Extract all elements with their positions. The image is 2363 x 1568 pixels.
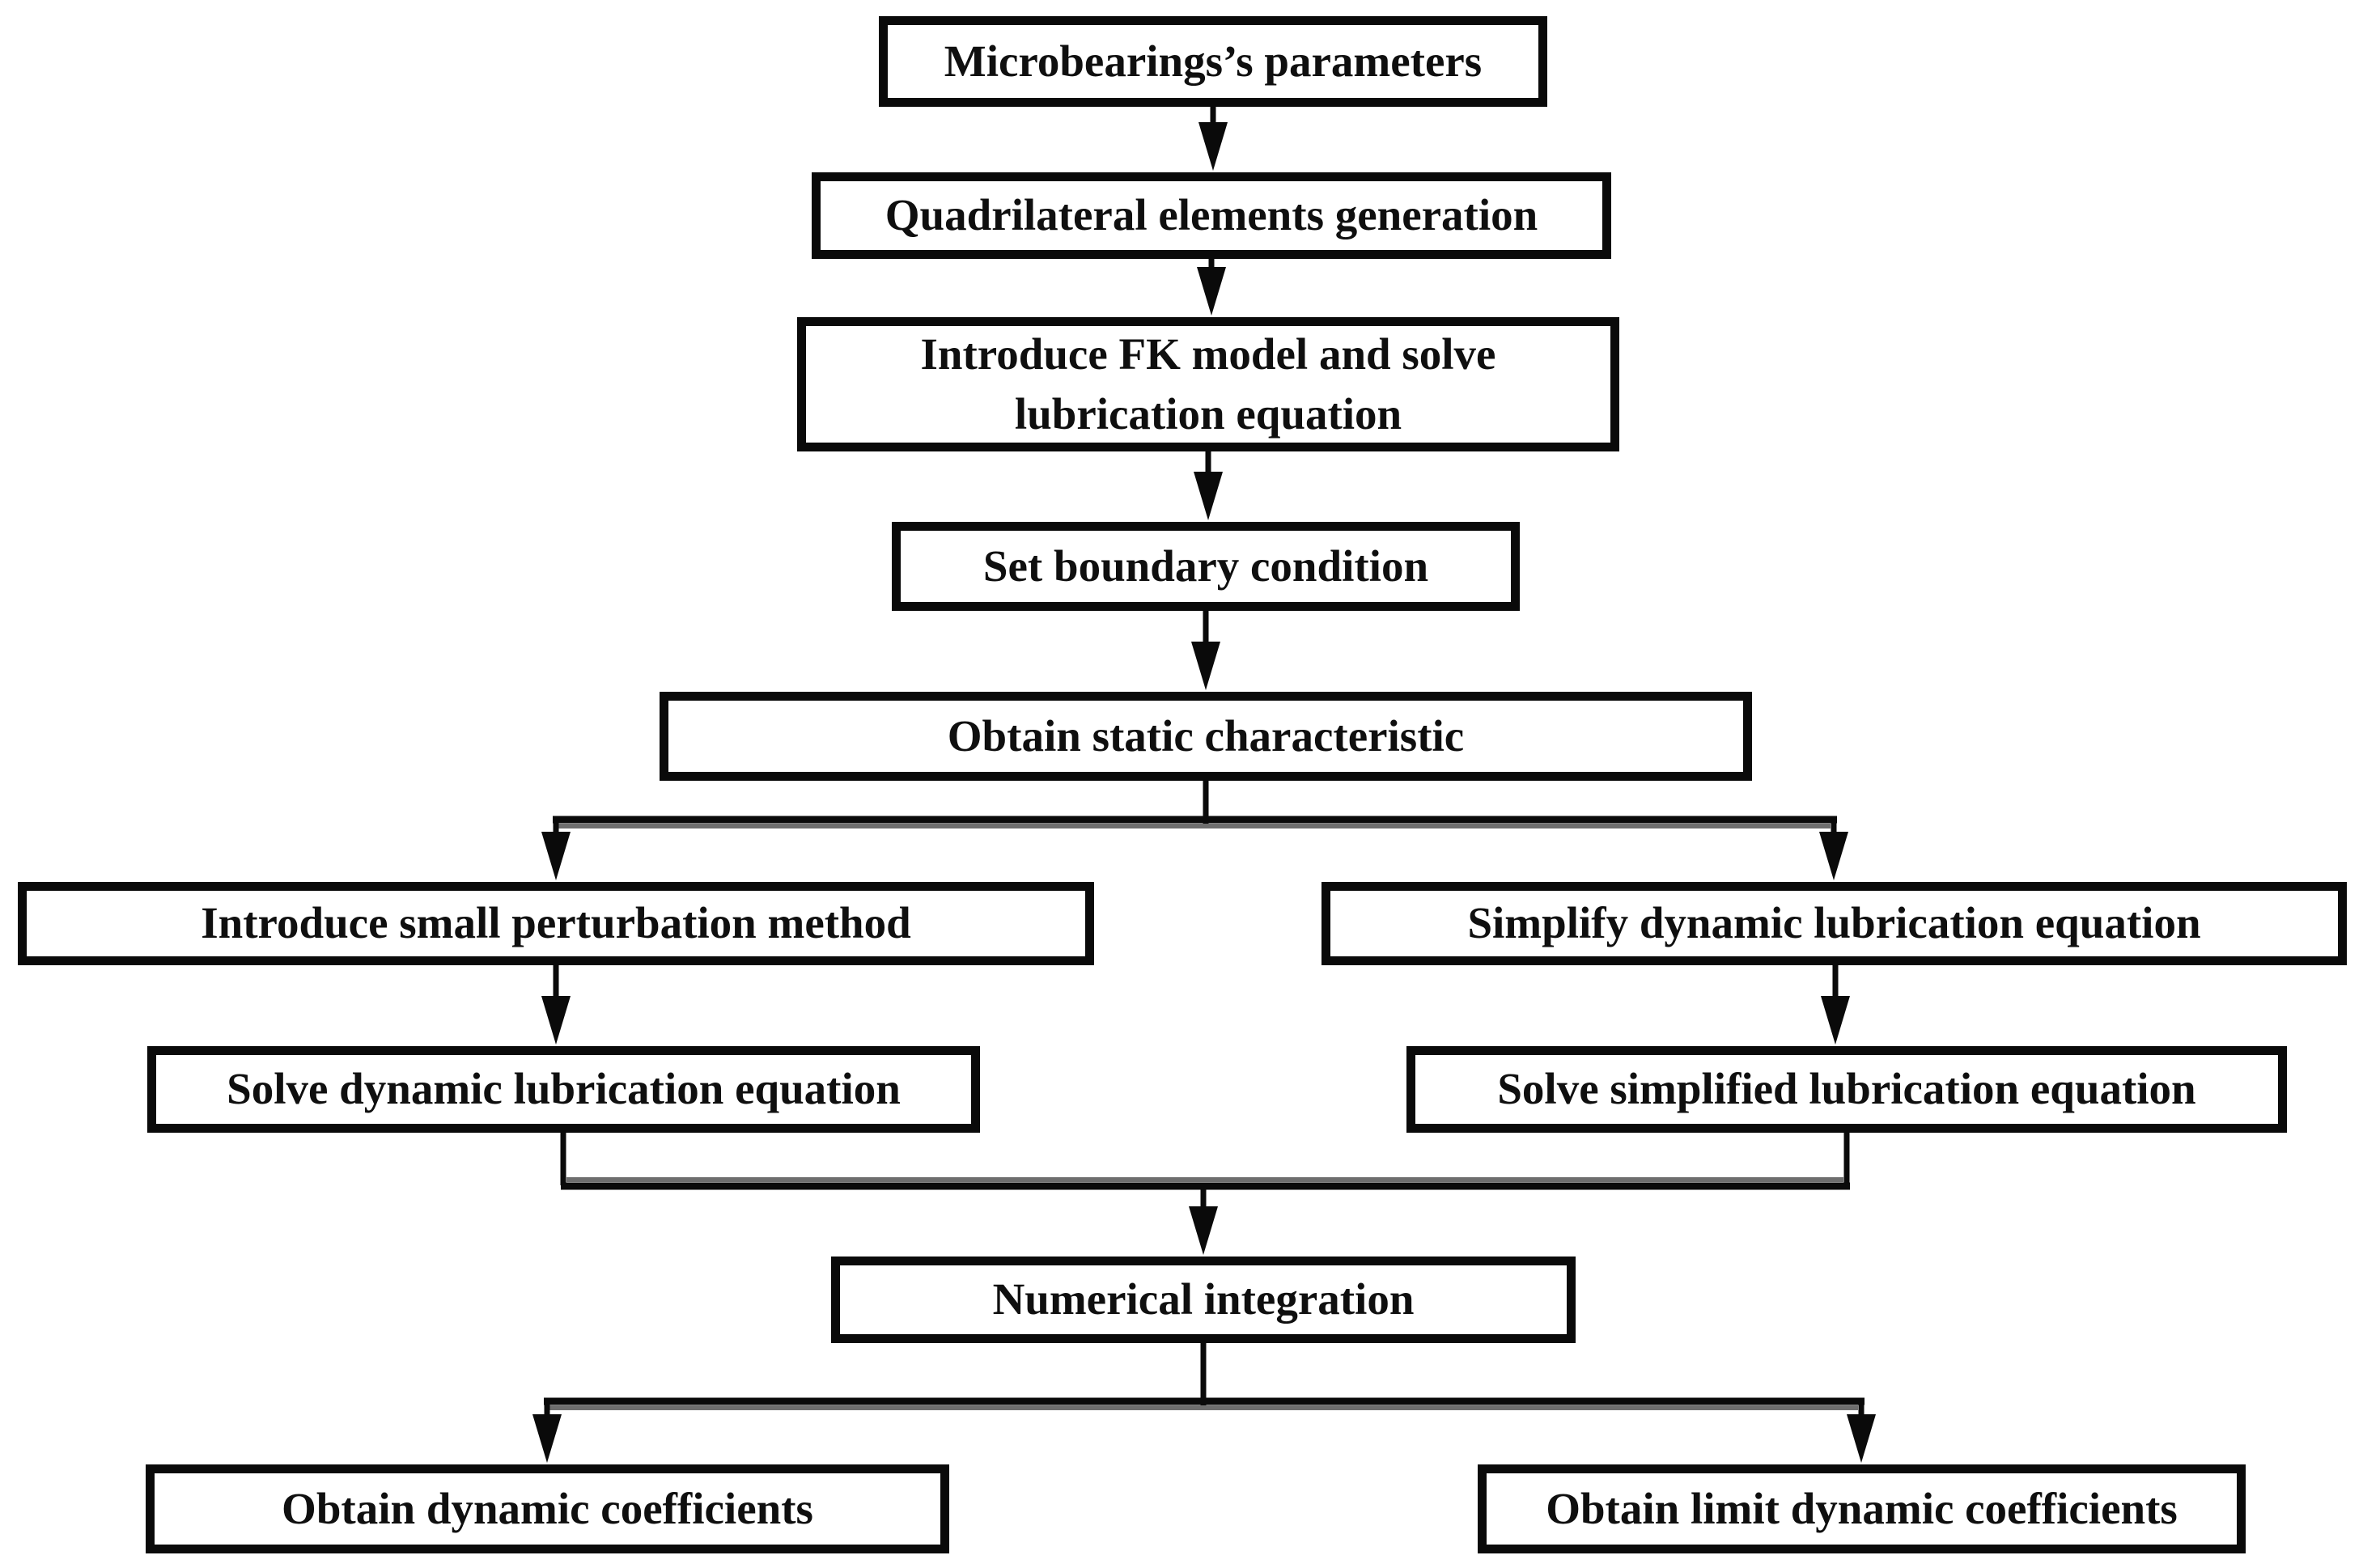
node-introduce-fk-model: Introduce FK model and solve lubrication… xyxy=(797,317,1619,451)
node-obtain-limit-dynamic-coefficients: Obtain limit dynamic coefficients xyxy=(1478,1464,2246,1553)
node-set-boundary-condition: Set boundary condition xyxy=(892,522,1520,611)
node-solve-simplified-lubrication-equation: Solve simplified lubrication equation xyxy=(1406,1046,2287,1133)
node-solve-dynamic-lubrication-equation: Solve dynamic lubrication equation xyxy=(147,1046,980,1133)
node-microbearings-parameters: Microbearings’s parameters xyxy=(879,16,1547,107)
node-numerical-integration: Numerical integration xyxy=(831,1257,1576,1343)
node-simplify-dynamic-lubrication-equation: Simplify dynamic lubrication equation xyxy=(1321,882,2347,965)
node-obtain-dynamic-coefficients: Obtain dynamic coefficients xyxy=(146,1464,949,1553)
node-obtain-static-characteristic: Obtain static characteristic xyxy=(660,692,1752,781)
node-quadrilateral-elements-generation: Quadrilateral elements generation xyxy=(812,172,1611,259)
node-introduce-small-perturbation-method: Introduce small perturbation method xyxy=(18,882,1094,965)
